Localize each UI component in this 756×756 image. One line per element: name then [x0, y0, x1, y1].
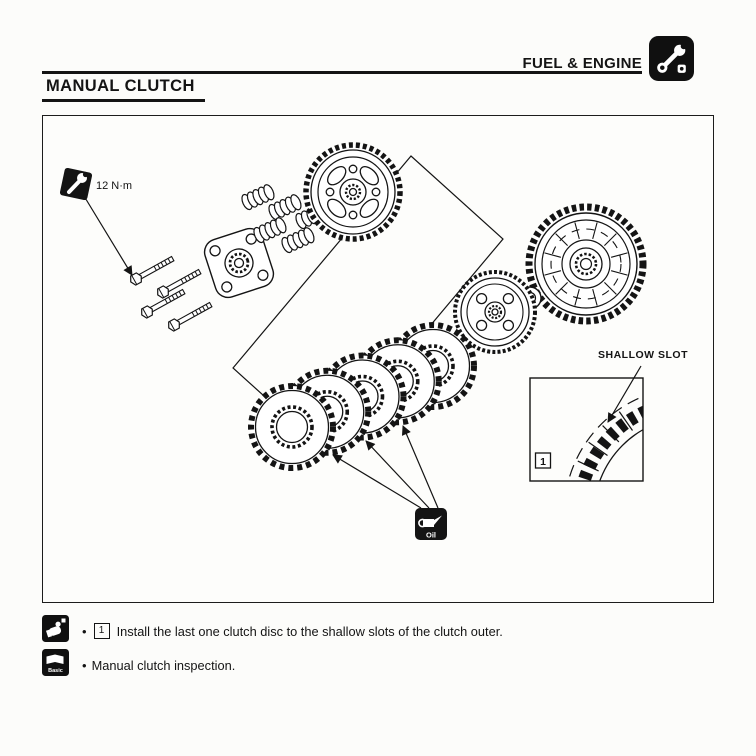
note-bullet: • — [82, 657, 87, 673]
shallow-slot-inset: 1 — [529, 377, 644, 482]
clutch-hub — [453, 270, 537, 354]
note-bullet: • — [82, 623, 87, 639]
note-text: Manual clutch inspection. — [91, 657, 236, 673]
shallow-slot-detail — [567, 395, 643, 481]
torque-value-label: 12 N·m — [96, 180, 132, 192]
basic-book-icon: Basic — [42, 649, 69, 681]
clutch-outer-basket — [525, 203, 647, 325]
clutch-exploded-figure: 12 N·m — [42, 115, 714, 603]
oil-icon-label: Oil — [426, 531, 436, 540]
mounting-bolts — [127, 253, 214, 334]
hand-install-icon — [42, 615, 69, 647]
note-install: • 1 Install the last one clutch disc to … — [42, 615, 503, 647]
clutch-disc-stack — [251, 325, 474, 468]
oil-can-icon: Oil — [415, 508, 447, 540]
inset-ref-number: 1 — [540, 456, 546, 468]
wrench-icon — [59, 167, 93, 201]
spring-plate — [203, 227, 275, 299]
title-rule — [42, 99, 205, 102]
torque-callout: 12 N·m — [59, 167, 133, 276]
torque-arrow — [83, 195, 133, 276]
basic-icon-label: Basic — [48, 668, 63, 674]
exploded-diagram-svg: 12 N·m — [59, 142, 688, 540]
header-rule — [42, 71, 642, 74]
note-text: Install the last one clutch disc to the … — [116, 623, 503, 639]
shallow-slot-label: SHALLOW SLOT — [598, 349, 688, 361]
page-title: MANUAL CLUTCH — [46, 77, 195, 95]
note-ref-box: 1 — [93, 623, 110, 639]
pressure-plate-gear — [303, 142, 403, 242]
note-inspection: Basic • Manual clutch inspection. — [42, 649, 235, 681]
tools-icon — [649, 36, 694, 81]
section-label: FUEL & ENGINE — [522, 55, 642, 72]
oil-callout: Oil — [332, 425, 447, 540]
